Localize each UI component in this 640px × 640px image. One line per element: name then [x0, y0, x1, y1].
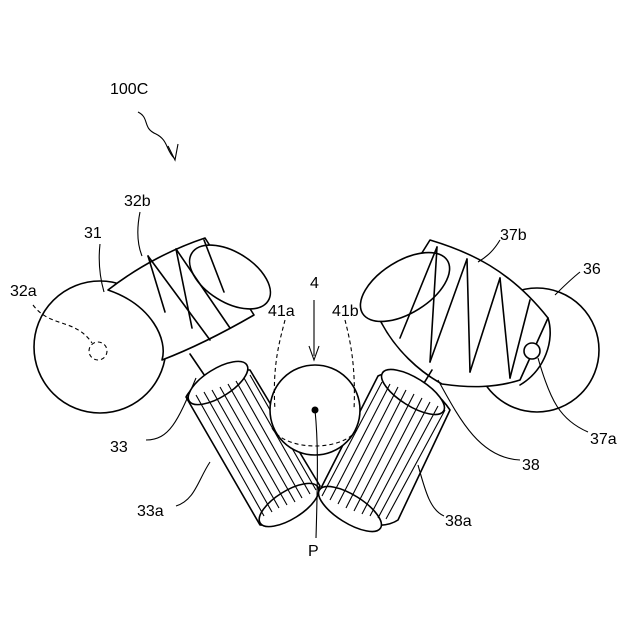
label-32b: 32b: [124, 193, 151, 210]
label-P: P: [308, 543, 319, 560]
label-37b: 37b: [500, 227, 527, 244]
label-100C: 100C: [110, 81, 148, 98]
label-32a: 32a: [10, 283, 37, 300]
leader-36: [555, 272, 580, 295]
label-31: 31: [84, 225, 102, 242]
right-axis-37a: [524, 343, 540, 359]
label-38a: 38a: [445, 513, 472, 530]
leader-33: [146, 378, 196, 440]
leader-100C: [138, 112, 174, 158]
label-37a: 37a: [590, 431, 617, 448]
label-4: 4: [310, 275, 319, 292]
label-41b: 41b: [332, 303, 359, 320]
label-33a: 33a: [137, 503, 164, 520]
label-36: 36: [583, 261, 601, 278]
leader-37b: [478, 240, 500, 262]
leader-33a: [176, 462, 210, 506]
label-38: 38: [522, 457, 540, 474]
leader-32b: [138, 212, 142, 256]
leader-38a: [418, 465, 444, 516]
label-33: 33: [110, 439, 128, 456]
label-41a: 41a: [268, 303, 295, 320]
